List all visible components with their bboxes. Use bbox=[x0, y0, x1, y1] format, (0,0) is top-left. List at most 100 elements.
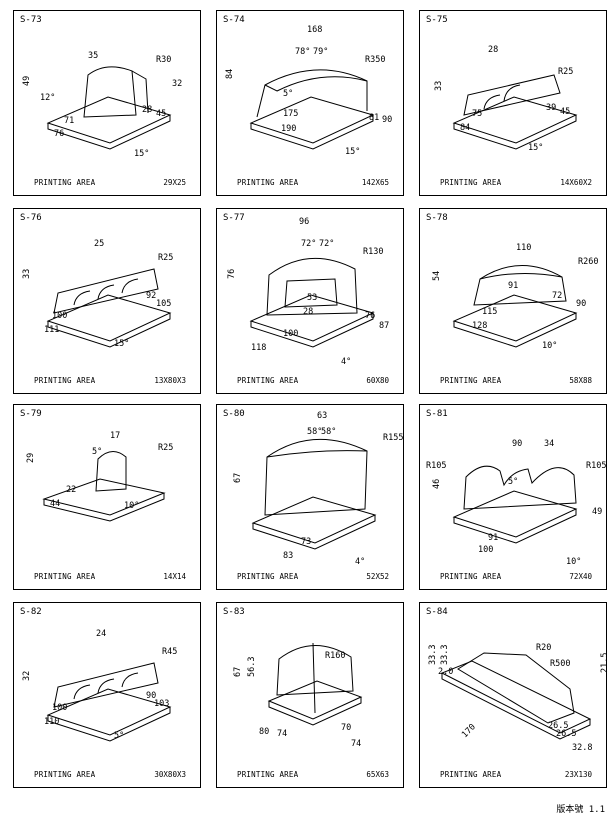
dimension-label: 90 bbox=[576, 299, 587, 309]
dimension-label: 110 bbox=[44, 717, 60, 727]
dimension-label: 74 bbox=[277, 729, 288, 739]
dimension-label: 83 bbox=[283, 551, 294, 561]
mold-code: S-83 bbox=[223, 607, 245, 617]
mold-drawing bbox=[249, 257, 375, 348]
dimension-label: 118 bbox=[251, 343, 267, 353]
mold-drawing bbox=[46, 662, 172, 742]
dimension-label: R160 bbox=[325, 651, 346, 661]
dimension-label: 76 bbox=[227, 268, 237, 279]
dimension-label: 91 bbox=[488, 533, 499, 543]
mold-code: S-80 bbox=[223, 409, 245, 419]
printing-area-label: PRINTING AREA bbox=[440, 770, 502, 779]
printing-area-label: PRINTING AREA bbox=[237, 770, 299, 779]
dimension-label: R30 bbox=[156, 55, 172, 65]
printing-area-size: 72X40 bbox=[569, 572, 592, 581]
dimension-label: 49 bbox=[592, 507, 603, 517]
mold-code: S-74 bbox=[223, 15, 245, 25]
printing-area-label: PRINTING AREA bbox=[34, 572, 96, 581]
dimension-label: 80 bbox=[259, 727, 270, 737]
mold-drawing bbox=[46, 66, 172, 150]
dimension-label: 53 bbox=[307, 293, 318, 303]
dimension-label: 4° bbox=[355, 557, 366, 567]
mold-drawing bbox=[42, 451, 166, 522]
dimension-label: 46 bbox=[432, 478, 442, 489]
dimension-label: 28 bbox=[142, 105, 153, 115]
dimension-label: R155 bbox=[383, 433, 404, 443]
dimension-label: 67 bbox=[233, 666, 243, 677]
dimension-label: 35 bbox=[88, 51, 99, 61]
printing-area-label: PRINTING AREA bbox=[34, 376, 96, 385]
dimension-label: 33.3 bbox=[428, 644, 438, 665]
dimension-label: 45 bbox=[560, 107, 571, 117]
mold-code: S-78 bbox=[426, 213, 448, 223]
dimension-label: 92 bbox=[146, 291, 157, 301]
dimension-label: 72° bbox=[319, 239, 335, 249]
printing-area-size: 58X88 bbox=[569, 376, 592, 385]
printing-area-label: PRINTING AREA bbox=[440, 376, 502, 385]
dimension-label: 21.5 bbox=[600, 652, 610, 673]
dimension-label: R105 bbox=[426, 461, 447, 471]
dimension-label: 72° bbox=[301, 239, 317, 249]
dimension-label: 90 bbox=[146, 691, 157, 701]
dimension-label: 103 bbox=[154, 699, 170, 709]
dimension-label: 10° bbox=[566, 557, 582, 567]
mold-drawing bbox=[251, 438, 377, 550]
dimension-label: 115 bbox=[482, 307, 498, 317]
dimension-label: 45 bbox=[156, 109, 167, 119]
dimension-label: 15° bbox=[134, 149, 150, 159]
dimension-label: 28 bbox=[488, 45, 499, 55]
dimension-label: 168 bbox=[307, 25, 323, 35]
dimension-label: 70 bbox=[341, 723, 352, 733]
printing-area-size: 23X130 bbox=[564, 770, 592, 779]
printing-area-size: 30X80X3 bbox=[154, 770, 186, 779]
dimension-label: 58° bbox=[321, 427, 337, 437]
dimension-label: 32 bbox=[22, 670, 32, 681]
dimension-label: 128 bbox=[472, 321, 488, 331]
dimension-label: 26.5 bbox=[548, 721, 569, 731]
dimension-label: 84 bbox=[225, 68, 235, 79]
dimension-label: 39 bbox=[546, 103, 557, 113]
dimension-label: 33 bbox=[434, 80, 444, 91]
dimension-label: 72 bbox=[552, 291, 563, 301]
dimension-label: R350 bbox=[365, 55, 386, 65]
printing-area-label: PRINTING AREA bbox=[237, 178, 299, 187]
dimension-label: 25 bbox=[94, 239, 105, 249]
dimension-label: R25 bbox=[158, 443, 174, 453]
dimension-label: 67 bbox=[233, 472, 243, 483]
dimension-label: 74 bbox=[351, 739, 362, 749]
dimension-label: 2.0 bbox=[438, 667, 454, 677]
dimension-label: 100 bbox=[283, 329, 299, 339]
dimension-label: 5° bbox=[92, 447, 103, 457]
version-label: 版本號 1.1 bbox=[556, 805, 605, 815]
dimension-label: 10° bbox=[542, 341, 558, 351]
mold-code: S-79 bbox=[20, 409, 42, 419]
dimension-label: 5° bbox=[283, 89, 294, 99]
printing-area-label: PRINTING AREA bbox=[440, 572, 502, 581]
dimension-label: 32 bbox=[172, 79, 183, 89]
dimension-label: R105 bbox=[586, 461, 607, 471]
dimension-label: R25 bbox=[558, 67, 574, 77]
mold-code: S-73 bbox=[20, 15, 42, 25]
dimension-label: 49 bbox=[22, 75, 32, 86]
dimension-label: 111 bbox=[44, 325, 60, 335]
dimension-label: 12° bbox=[40, 93, 56, 103]
printing-area-size: 60X80 bbox=[366, 376, 389, 385]
dimension-label: R25 bbox=[158, 253, 174, 263]
mold-drawing bbox=[267, 642, 363, 726]
dimension-label: 15° bbox=[528, 143, 544, 153]
dimension-label: 96 bbox=[299, 217, 310, 227]
dimension-label: R130 bbox=[363, 247, 384, 257]
dimension-label: 190 bbox=[281, 124, 297, 134]
mold-drawing bbox=[452, 465, 578, 544]
mold-drawing bbox=[249, 69, 375, 150]
dimension-label: 34 bbox=[544, 439, 555, 449]
printing-area-size: 142X65 bbox=[361, 178, 389, 187]
